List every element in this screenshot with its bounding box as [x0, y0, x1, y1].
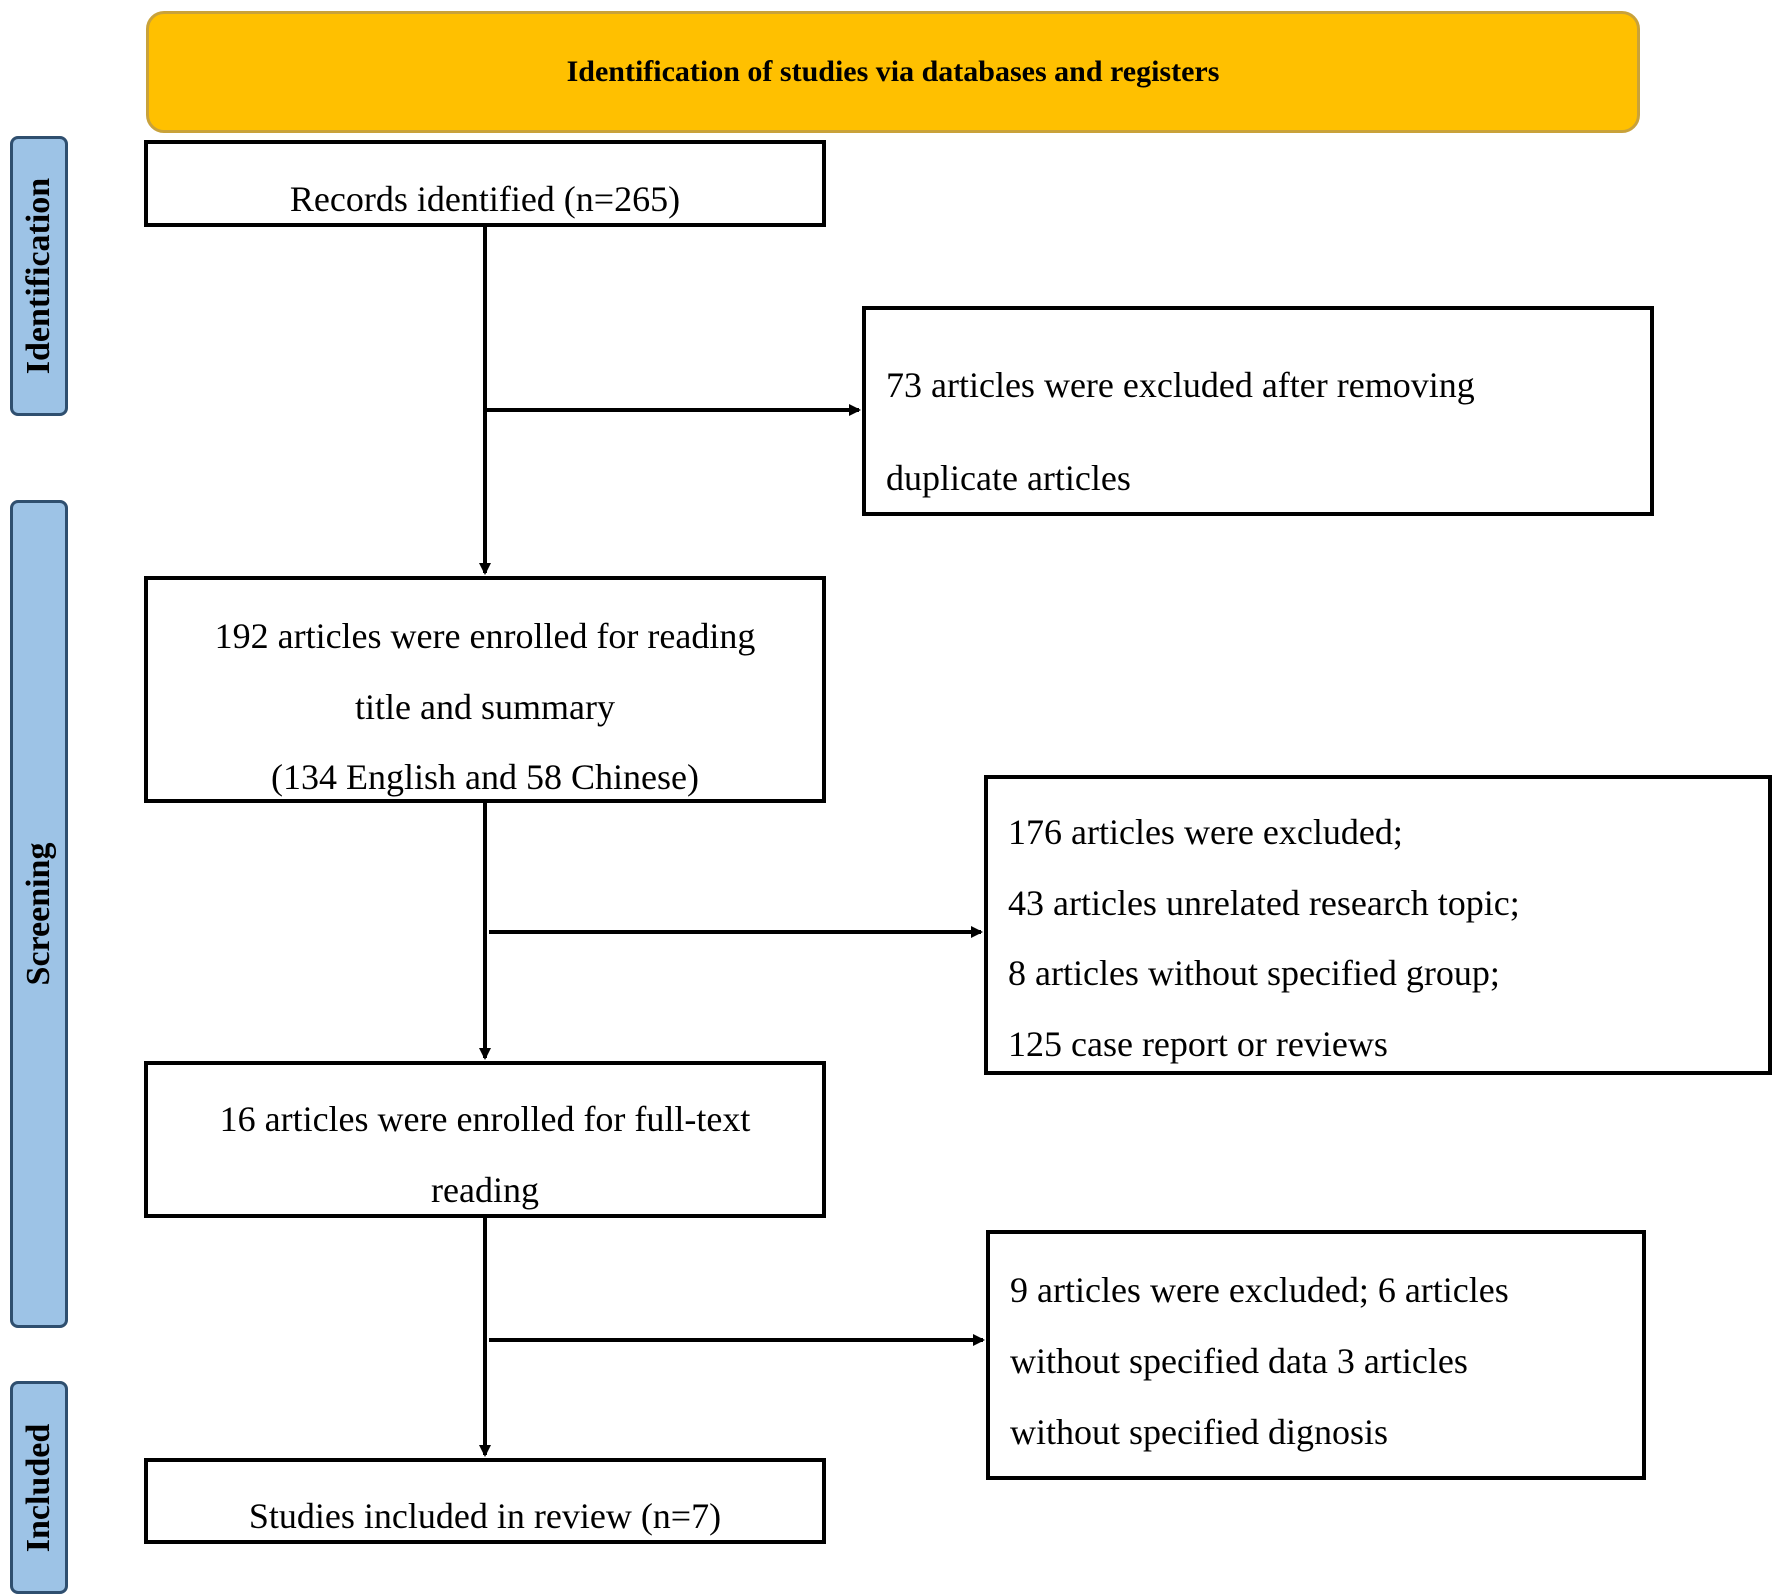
studies-included-box: Studies included in review (n=7) [144, 1458, 826, 1544]
header-banner: Identification of studies via databases … [146, 11, 1640, 133]
excluded-9-box: 9 articles were excluded; 6 articles wit… [986, 1230, 1646, 1480]
excluded-176-line-3: 8 articles without specified group; [1008, 953, 1500, 993]
excluded-176-line-2: 43 articles unrelated research topic; [1008, 883, 1520, 923]
title-summary-line-2: title and summary [355, 687, 615, 727]
records-identified-box: Records identified (n=265) [144, 140, 826, 227]
phase-included: Included [10, 1381, 68, 1594]
duplicates-line-2: duplicate articles [886, 458, 1131, 498]
excluded-176-line-4: 125 case report or reviews [1008, 1024, 1388, 1064]
excluded-9-line-1: 9 articles were excluded; 6 articles [1010, 1270, 1509, 1310]
duplicates-excluded-box: 73 articles were excluded after removing… [862, 306, 1654, 516]
header-title: Identification of studies via databases … [566, 55, 1220, 88]
excluded-176-box: 176 articles were excluded; 43 articles … [984, 775, 1772, 1075]
title-summary-line-3: (134 English and 58 Chinese) [271, 757, 699, 797]
duplicates-line-1: 73 articles were excluded after removing [886, 365, 1475, 405]
full-text-line-1: 16 articles were enrolled for full-text [219, 1099, 751, 1139]
title-summary-box: 192 articles were enrolled for reading t… [144, 576, 826, 803]
included-line-1: Studies included in review (n=7) [248, 1496, 722, 1536]
phase-screening: Screening [10, 500, 68, 1328]
full-text-line-2: reading [431, 1170, 539, 1210]
title-summary-line-1: 192 articles were enrolled for reading [214, 616, 756, 656]
records-line-1: Records identified (n=265) [289, 179, 681, 219]
excluded-176-line-1: 176 articles were excluded; [1008, 812, 1403, 852]
excluded-9-line-3: without specified dignosis [1010, 1412, 1388, 1452]
full-text-box: 16 articles were enrolled for full-text … [144, 1061, 826, 1218]
excluded-9-line-2: without specified data 3 articles [1010, 1341, 1468, 1381]
phase-identification: Identification [10, 136, 68, 416]
